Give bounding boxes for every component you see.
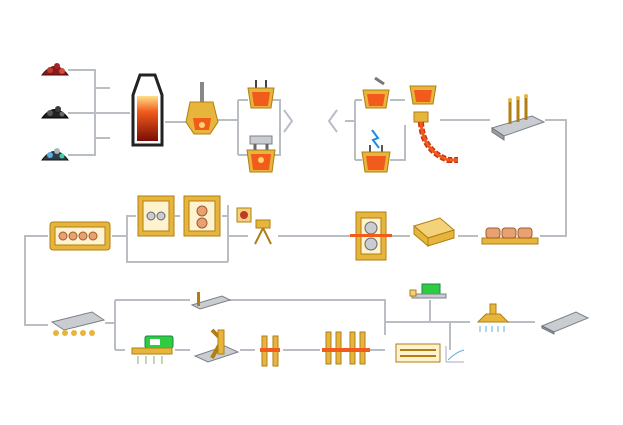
cooling-bed-icon [395,343,465,363]
ladle-icon [247,80,275,109]
shear-press-icon [193,328,240,363]
slab-stack-icon [481,227,539,245]
leveler-icon [260,335,280,367]
quench-icon [322,331,370,365]
blast-furnace-icon [131,73,164,147]
slab-icon [490,94,546,141]
limestone-pile-icon [40,148,70,161]
control-unit-icon [131,335,174,364]
plate-stack-icon [412,217,456,248]
finishing-mill-icon [137,195,221,237]
furnace-icon [49,221,111,251]
plate-gauge-icon [190,292,232,310]
ladle-furnace-icon [362,76,390,109]
degasser-icon [246,135,276,173]
roller-furnace-icon [50,311,106,336]
arc-heating-icon [361,129,391,173]
converter-icon [185,82,219,135]
mill-stand-icon [350,211,392,261]
coal-pile-icon [40,106,70,119]
connector-lines [24,69,567,351]
iron-ore-pile-icon [40,63,70,76]
spray-hood-icon [476,303,510,332]
caster-icon [409,85,458,163]
shear-icon [236,207,272,245]
plate-icon [540,311,590,335]
inspection-monitor-icon [409,283,447,299]
